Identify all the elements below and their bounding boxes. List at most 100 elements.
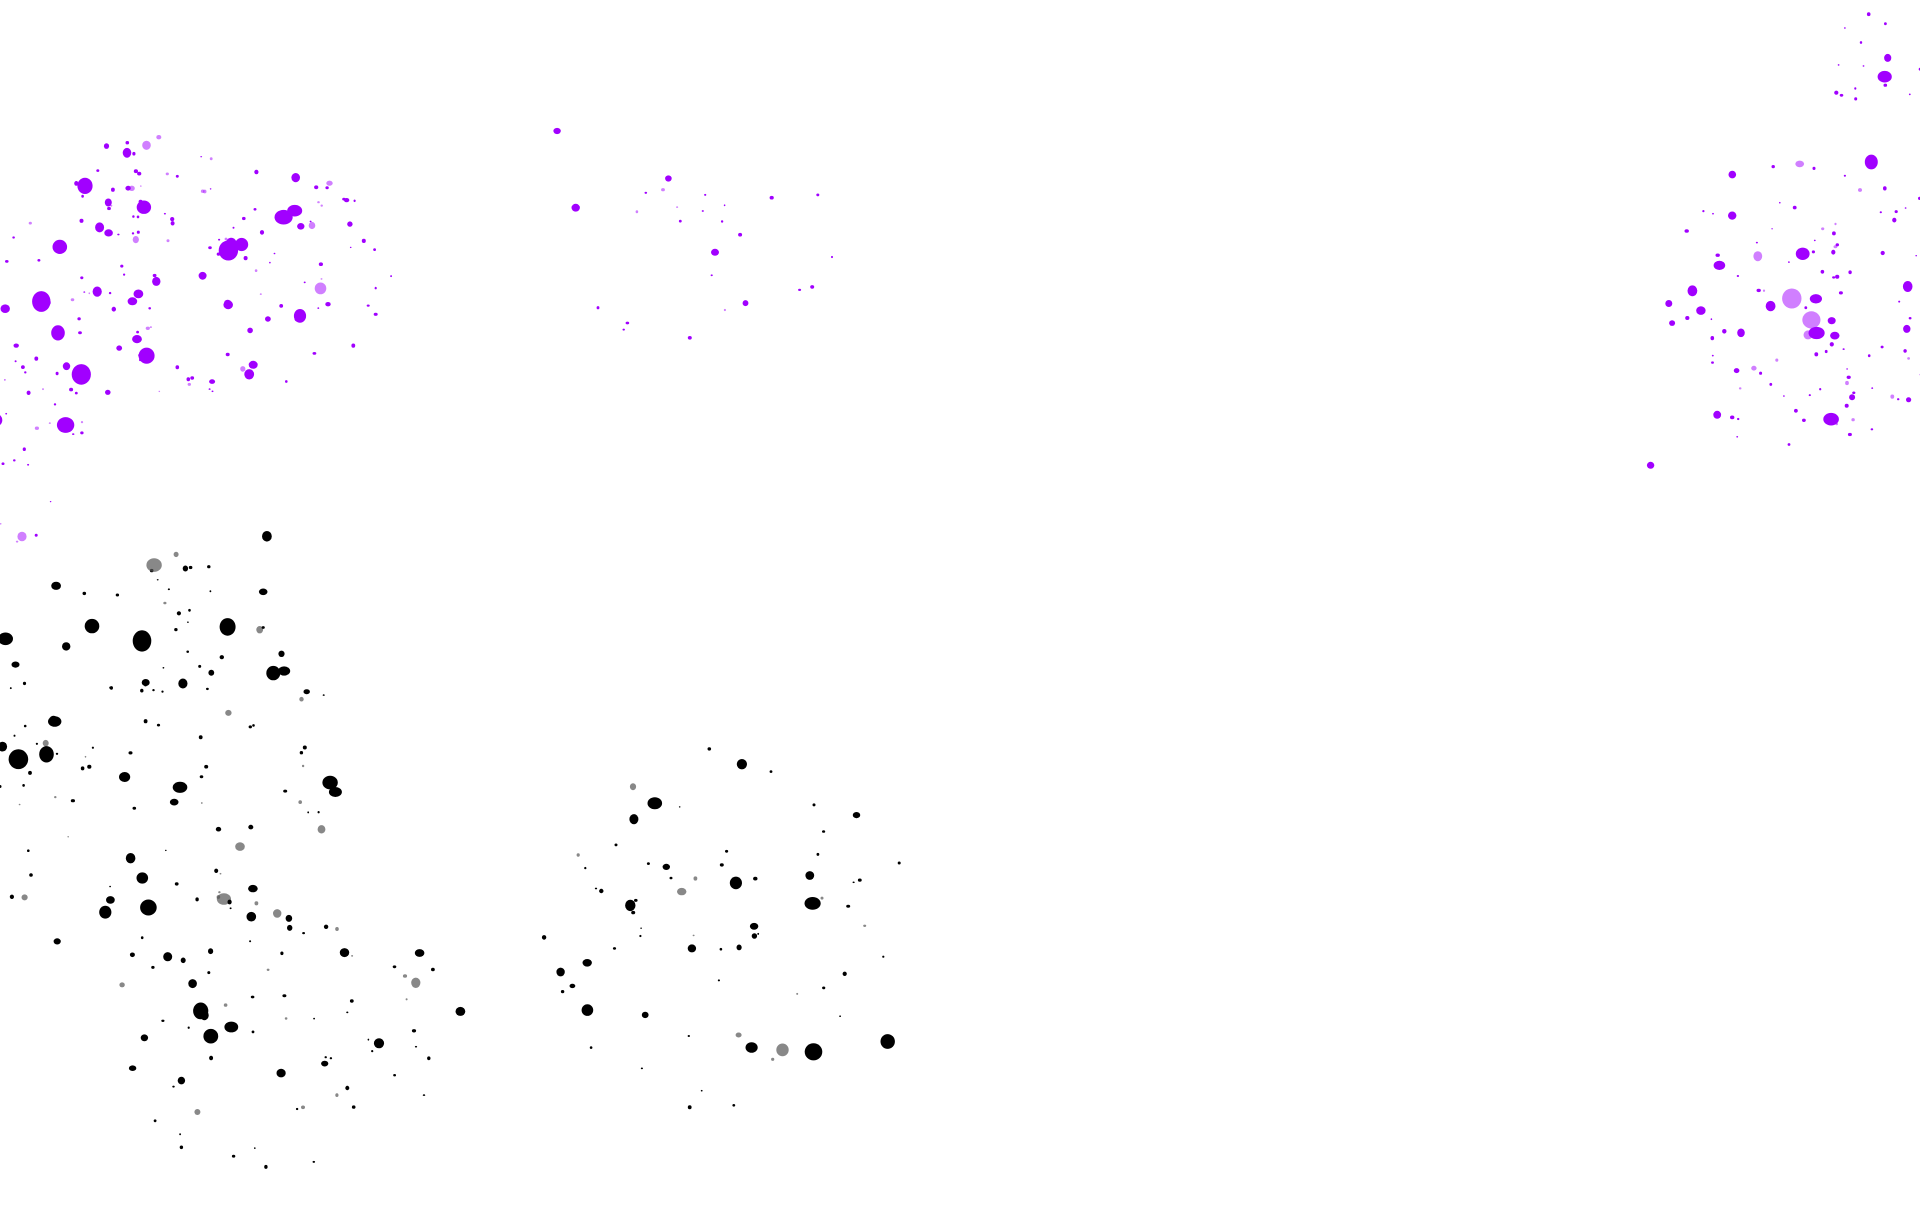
purple-splatter-drop (1765, 300, 1776, 312)
black-splatter-dot (194, 1109, 201, 1115)
purple-splatter-dot (1838, 291, 1843, 295)
black-splatter-dot (206, 687, 209, 691)
black-splatter-dot (9, 894, 14, 899)
black-splatter-dot (631, 910, 636, 915)
purple-splatter-dot (132, 215, 135, 218)
purple-splatter-dot (105, 389, 111, 395)
black-splatter-dot (812, 803, 816, 807)
purple-splatter-dot (622, 328, 625, 331)
purple-splatter-dot (92, 286, 102, 297)
black-splatter-dot (640, 1067, 644, 1070)
purple-splatter-dot (72, 433, 75, 435)
black-splatter-dot (852, 881, 855, 884)
black-splatter-dot (152, 689, 155, 692)
purple-splatter-dot (37, 259, 41, 262)
black-splatter-dot (771, 1057, 775, 1061)
purple-splatter-dot (1870, 428, 1874, 431)
purple-splatter-dot (136, 215, 140, 219)
black-splatter-dot (804, 897, 821, 910)
purple-splatter-dot (1908, 317, 1912, 320)
black-splatter-dot (254, 1147, 256, 1149)
purple-splatter-dot (1685, 316, 1690, 320)
purple-splatter-dot (798, 288, 802, 291)
black-splatter-dot (736, 944, 742, 951)
black-splatter-dot (249, 940, 252, 943)
black-splatter-dot (264, 1164, 268, 1169)
purple-splatter-dot (1737, 328, 1745, 338)
purple-splatter-dot (253, 208, 257, 211)
purple-splatter-dot (117, 233, 120, 236)
black-splatter-dot (128, 751, 133, 755)
black-splatter-dot (717, 979, 721, 982)
purple-splatter-dot (0, 415, 3, 426)
purple-splatter-dot (314, 185, 319, 190)
black-splatter-dot (188, 565, 193, 570)
black-splatter-dot (846, 904, 851, 908)
black-splatter-dot (188, 608, 191, 612)
black-splatter-dot (53, 938, 61, 945)
purple-splatter-drop (1646, 461, 1655, 469)
black-splatter-dot (9, 687, 12, 690)
purple-splatter-dot (136, 200, 152, 214)
black-splatter-dot (146, 558, 162, 572)
black-splatter-dot (351, 955, 354, 957)
black-splatter-dot (634, 898, 638, 902)
purple-splatter-dot (1897, 398, 1900, 401)
black-splatter-dot (576, 853, 580, 857)
purple-splatter-dot (104, 198, 112, 207)
purple-splatter-dot (158, 390, 161, 393)
purple-splatter-dot (314, 282, 327, 295)
purple-splatter-dot (1753, 251, 1763, 262)
black-splatter-dot (132, 630, 152, 652)
black-splatter-dot (569, 983, 576, 989)
purple-splatter-dot (1795, 160, 1805, 168)
black-splatter-dot (42, 739, 49, 747)
purple-splatter-dot (1808, 326, 1825, 340)
black-splatter-dot (188, 979, 197, 989)
purple-splatter-dot (635, 210, 639, 214)
black-splatter-dot (299, 751, 304, 755)
black-splatter-dot (209, 1055, 214, 1061)
purple-splatter-dot (1827, 317, 1836, 325)
purple-splatter-dot (665, 175, 672, 182)
purple-splatter-dot (88, 292, 91, 295)
purple-splatter-dot (273, 252, 276, 255)
black-splatter-dot (339, 948, 350, 958)
black-splatter-dot (216, 893, 231, 905)
purple-splatter-dot (232, 226, 235, 229)
purple-splatter-dot (132, 151, 136, 156)
black-splatter-dot (13, 734, 16, 737)
purple-splatter-dot (12, 236, 15, 239)
black-splatter-dot (248, 824, 254, 830)
purple-splatter-dot (83, 291, 86, 293)
purple-splatter-dot (571, 203, 580, 212)
black-splatter-dot (687, 944, 697, 953)
purple-splatter-dot (1837, 64, 1840, 66)
purple-splatter-dot (1812, 166, 1816, 170)
black-splatter-dot (187, 1026, 190, 1029)
purple-splatter-dot (1906, 397, 1912, 403)
purple-splatter-dot (1884, 53, 1892, 62)
purple-splatter-dot (1862, 65, 1865, 67)
purple-splatter-dot (723, 308, 727, 312)
black-splatter-dot (280, 951, 284, 956)
purple-splatter-dot (1832, 231, 1836, 236)
purple-splatter-dot (145, 326, 150, 330)
black-splatter-dot (199, 775, 204, 779)
black-splatter-dot (431, 967, 435, 972)
black-splatter-dot (187, 621, 189, 623)
black-splatter-dot (820, 896, 824, 900)
purple-splatter-dot (1903, 349, 1907, 353)
black-splatter-dot (669, 876, 673, 880)
purple-splatter-dot (1864, 154, 1878, 170)
purple-splatter-dot (1854, 97, 1858, 101)
black-splatter-dot (174, 882, 179, 886)
black-splatter-dot (129, 952, 135, 958)
purple-splatter-dot (4, 379, 6, 381)
purple-splatter-dot (1847, 432, 1852, 437)
purple-splatter-dot (216, 252, 221, 256)
purple-splatter-dot (1775, 358, 1779, 362)
black-splatter-drop (729, 876, 743, 890)
black-splatter-dot (200, 1010, 209, 1021)
black-splatter-dot (769, 770, 773, 773)
